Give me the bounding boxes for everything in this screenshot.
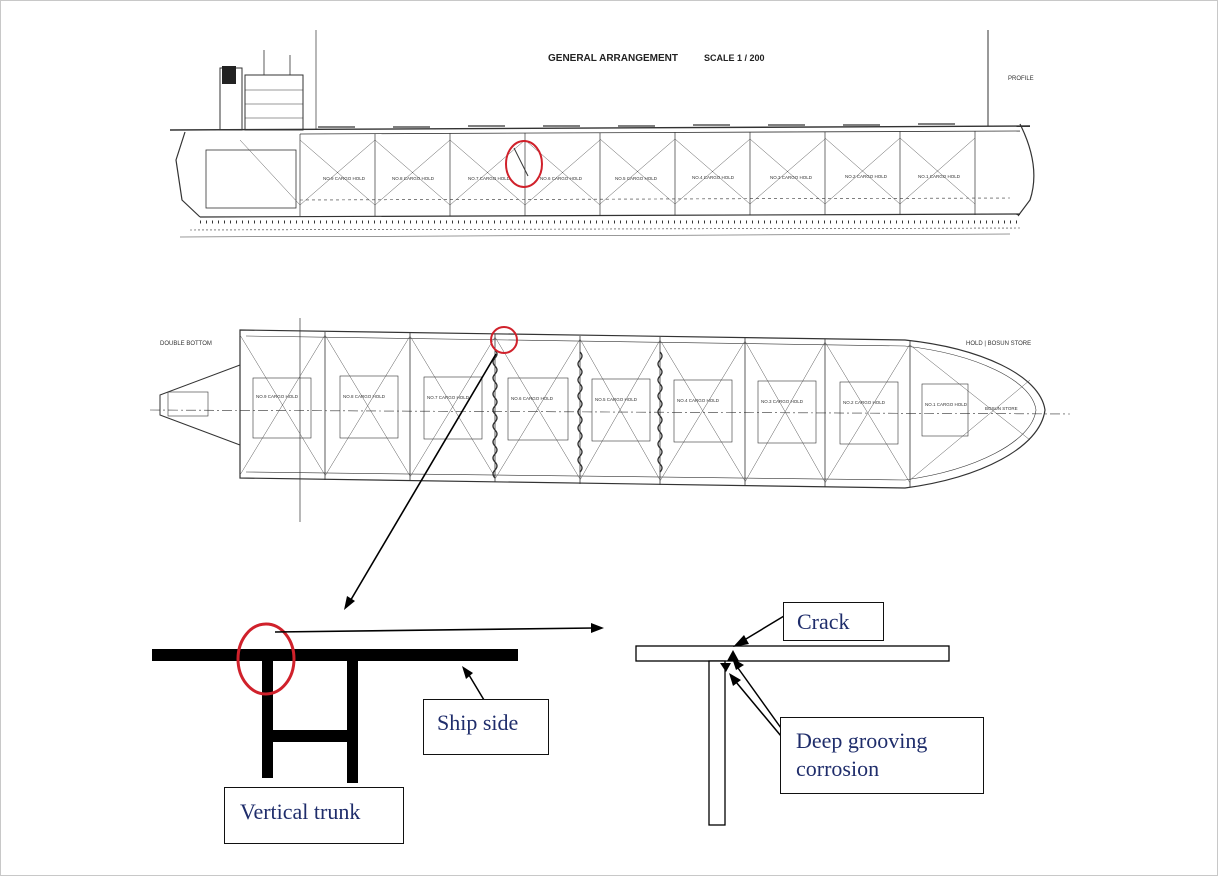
corrosion-leader-1-arrowhead: [732, 658, 744, 670]
plan-hold-label: NO.7 CARGO HOLD: [427, 395, 470, 400]
profile-hold-label: NO.4 CARGO HOLD: [692, 175, 735, 180]
vertical-trunk-label: Vertical trunk: [240, 799, 361, 824]
profile-trunk-mark: [513, 147, 529, 177]
profile-highlight-circle: [505, 140, 543, 188]
plan-hull-outline: [239, 329, 1046, 489]
profile-hold-label: NO.8 CARGO HOLD: [392, 176, 435, 181]
connector-arrow-right: [274, 627, 595, 633]
plan-hold-label: NO.4 CARGO HOLD: [677, 398, 720, 403]
trunk-horizontal-plate: [272, 730, 348, 742]
plan-bosun-store-label: BOSUN STORE: [985, 406, 1018, 411]
detail-highlight-circle: [236, 622, 296, 696]
profile-hold-label: NO.2 CARGO HOLD: [845, 174, 888, 179]
profile-stern: [175, 131, 201, 218]
ship-side-leader-arrowhead: [462, 666, 473, 679]
profile-hold-label: NO.7 CARGO HOLD: [468, 176, 511, 181]
plan-hold-label: NO.5 CARGO HOLD: [595, 397, 638, 402]
plan-hold-label: NO.6 CARGO HOLD: [511, 396, 554, 401]
profile-hold-label: NO.9 CARGO HOLD: [323, 176, 366, 181]
plan-hold-label: NO.8 CARGO HOLD: [343, 394, 386, 399]
profile-keel-line: [199, 213, 1021, 218]
ship-side-plate: [152, 649, 518, 661]
left-detail-structure: [152, 649, 518, 783]
trunk-right-wall: [347, 660, 358, 783]
profile-superstructure: [244, 74, 304, 131]
corrosion-label-box: [780, 717, 984, 794]
vertical-trunk-label-box: [224, 787, 404, 844]
crack-label: Crack: [797, 609, 850, 634]
profile-hold-label: NO.1 CARGO HOLD: [918, 174, 961, 179]
profile-deck-line-lower: [299, 130, 1021, 135]
plan-hold-labels: NO.9 CARGO HOLD NO.8 CARGO HOLD NO.7 CARGO…: [256, 394, 968, 407]
plan-stern: [159, 364, 241, 446]
corrosion-label-line1: Deep grooving: [796, 728, 928, 753]
profile-deck-line: [169, 125, 1031, 131]
plan-drawing: [149, 318, 1071, 522]
ship-side-label: Ship side: [437, 710, 519, 735]
profile-view-label: PROFILE: [1008, 76, 1034, 82]
groove-mark: [720, 663, 731, 672]
right-detail-structure: [635, 645, 950, 826]
plan-hold-label: NO.9 CARGO HOLD: [256, 394, 299, 399]
crack-mark: [727, 650, 739, 661]
plan-bulkheads: [324, 332, 911, 487]
profile-engine-room: [205, 149, 297, 209]
profile-grid-line: [179, 233, 1011, 238]
corrosion-leader-1: [737, 667, 782, 729]
profile-bulkheads: [299, 131, 976, 216]
plan-hull-inner: [245, 335, 1037, 481]
plan-hold-label: NO.1 CARGO HOLD: [925, 402, 968, 407]
profile-hold-labels: NO.9 CARGO HOLD NO.8 CARGO HOLD NO.7 CARGO…: [323, 174, 961, 181]
connector-arrow-down: [348, 353, 497, 604]
crack-leader-arrowhead: [733, 635, 749, 647]
crack-label-box: [783, 602, 884, 641]
plan-hold-label: NO.3 CARGO HOLD: [761, 399, 804, 404]
profile-baseline: [189, 227, 1021, 231]
profile-inner-bottom: [299, 197, 1011, 201]
plan-centerline: [149, 409, 1071, 415]
crack-detail-plate: [635, 645, 950, 662]
trunk-left-wall: [262, 660, 273, 778]
connector-arrowhead-down: [344, 596, 355, 610]
corrosion-leader-2-arrowhead: [729, 673, 741, 686]
profile-bow: [1017, 123, 1035, 217]
crack-detail-web: [708, 660, 726, 826]
plan-hatches: [252, 375, 969, 445]
profile-hatch-covers: [318, 123, 955, 128]
profile-drawing: [169, 30, 1035, 238]
plan-highlight-circle: [490, 326, 518, 354]
profile-scale: SCALE 1 / 200: [704, 53, 765, 63]
corrosion-leader-2: [735, 681, 782, 737]
profile-title: GENERAL ARRANGEMENT: [548, 53, 678, 64]
plan-diagonals: [239, 334, 1031, 484]
ship-side-label-box: [423, 699, 549, 755]
profile-diagonals: [239, 137, 976, 206]
profile-hold-label: NO.6 CARGO HOLD: [540, 176, 583, 181]
connector-arrowhead-right: [591, 623, 604, 633]
profile-hold-label: NO.3 CARGO HOLD: [770, 175, 813, 180]
profile-funnel-top: [222, 66, 236, 84]
corrosion-label-line2: corrosion: [796, 756, 880, 781]
plan-hold-label: NO.2 CARGO HOLD: [843, 400, 886, 405]
plan-corrugations: [492, 349, 663, 479]
plan-left-label: DOUBLE BOTTOM: [160, 341, 212, 347]
plan-right-label: HOLD | BOSUN STORE: [966, 341, 1031, 347]
crack-leader: [740, 615, 785, 643]
profile-hold-label: NO.5 CARGO HOLD: [615, 176, 658, 181]
ship-side-leader: [468, 674, 485, 701]
